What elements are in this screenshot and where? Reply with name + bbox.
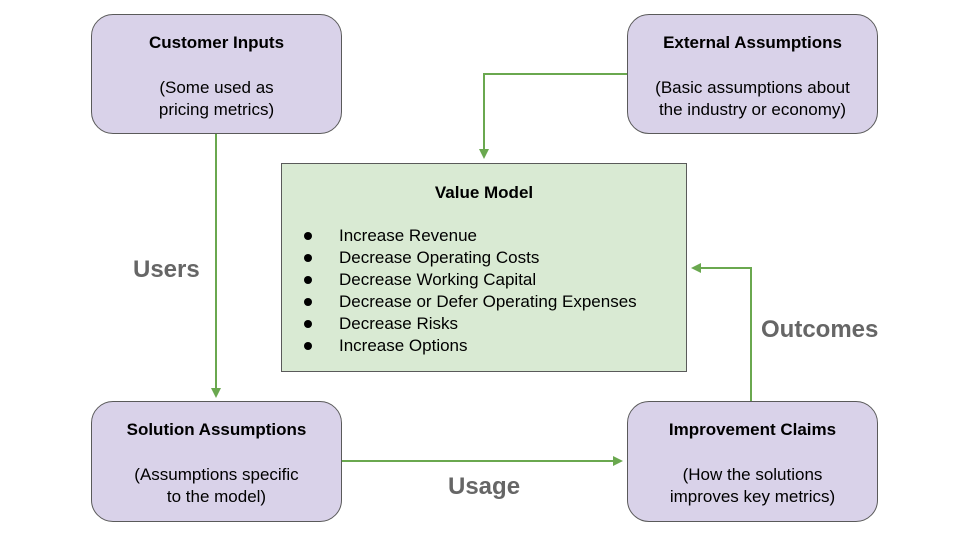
- bullet-icon: [304, 320, 312, 328]
- external-assumptions-title: External Assumptions: [663, 33, 842, 52]
- external-to-value-arrow: [479, 73, 627, 159]
- external-assumptions-description: (Basic assumptions about the industry or…: [640, 77, 865, 121]
- customer-inputs-desc-line: pricing metrics): [158, 100, 275, 119]
- customer-inputs-box: Customer Inputs (Some used as pricing me…: [91, 14, 342, 134]
- value-model-item: Decrease or Defer Operating Expenses: [282, 291, 637, 313]
- external-assumptions-desc-line: the industry or economy): [658, 100, 847, 119]
- value-model-item: Increase Revenue: [282, 225, 637, 247]
- solution-assumptions-box: Solution Assumptions (Assumptions specif…: [91, 401, 342, 522]
- external-assumptions-box: External Assumptions (Basic assumptions …: [627, 14, 878, 134]
- value-model-list: Increase Revenue Decrease Operating Cost…: [282, 225, 637, 357]
- bullet-icon: [304, 342, 312, 350]
- outcomes-arrow: [691, 263, 752, 401]
- solution-assumptions-desc-line: to the model): [166, 487, 267, 506]
- value-model-item: Decrease Risks: [282, 313, 637, 335]
- customer-inputs-title: Customer Inputs: [148, 33, 285, 52]
- bullet-icon: [304, 276, 312, 284]
- solution-assumptions-desc-line: (Assumptions specific: [134, 465, 299, 484]
- value-model-item-label: Decrease Operating Costs: [339, 248, 540, 267]
- improvement-claims-box: Improvement Claims (How the solutions im…: [627, 401, 878, 522]
- value-model-item-label: Increase Revenue: [339, 226, 477, 245]
- value-model-item-label: Decrease Working Capital: [339, 270, 537, 289]
- value-model-item-label: Decrease Risks: [339, 314, 459, 333]
- value-model-title: Value Model: [434, 183, 534, 202]
- customer-inputs-description: (Some used as pricing metrics): [104, 77, 329, 121]
- value-model-item-label: Decrease or Defer Operating Expenses: [339, 292, 637, 311]
- users-label: Users: [133, 256, 200, 283]
- value-model-box: Value Model Increase Revenue Decrease Op…: [281, 163, 687, 372]
- value-model-item: Increase Options: [282, 335, 637, 357]
- solution-assumptions-description: (Assumptions specific to the model): [104, 464, 329, 508]
- bullet-icon: [304, 254, 312, 262]
- value-model-item-label: Increase Options: [339, 336, 468, 355]
- outcomes-label: Outcomes: [761, 316, 879, 343]
- improvement-claims-title: Improvement Claims: [668, 420, 837, 439]
- value-model-item: Decrease Working Capital: [282, 269, 637, 291]
- bullet-icon: [304, 232, 312, 240]
- customer-inputs-desc-line: (Some used as: [159, 78, 274, 97]
- improvement-claims-desc-line: (How the solutions: [682, 465, 823, 484]
- external-assumptions-desc-line: (Basic assumptions about: [655, 78, 850, 97]
- improvement-claims-desc-line: improves key metrics): [669, 487, 836, 506]
- improvement-claims-description: (How the solutions improves key metrics): [640, 464, 865, 508]
- bullet-icon: [304, 298, 312, 306]
- value-model-item: Decrease Operating Costs: [282, 247, 637, 269]
- solution-assumptions-title: Solution Assumptions: [126, 420, 307, 439]
- usage-label: Usage: [448, 473, 521, 500]
